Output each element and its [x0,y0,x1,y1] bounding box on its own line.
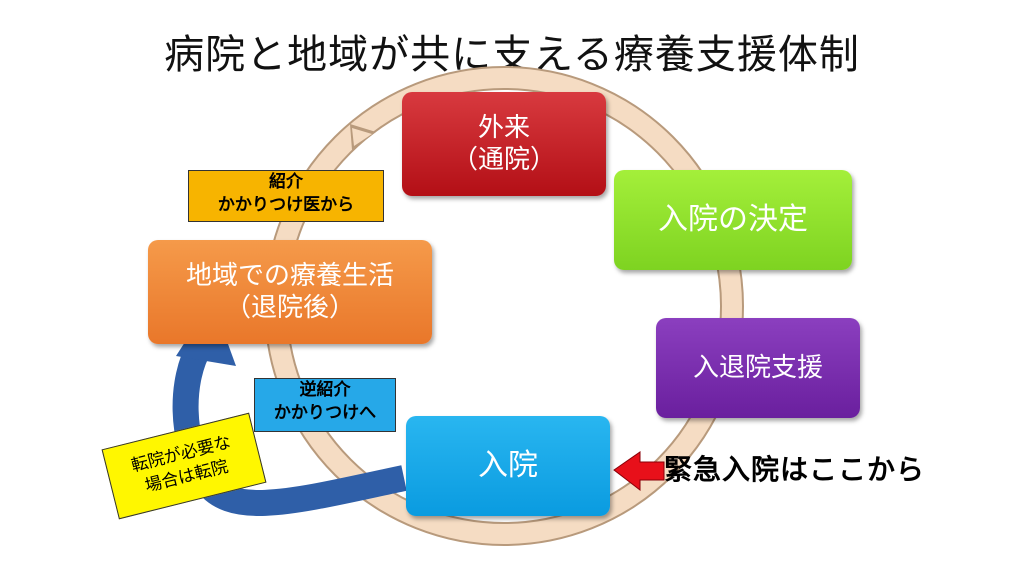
node-outpatient-line1: 外来 [477,112,530,143]
node-support-label: 入退院支援 [692,352,823,383]
node-admission-decision: 入院の決定 [614,170,852,270]
node-community-line2: （退院後） [224,293,355,323]
node-outpatient-line2: （通院） [451,145,556,175]
node-community-line1: 地域での療養生活 [185,260,394,291]
node-outpatient: 外来 （通院） [402,92,606,196]
label-reverse-referral: 逆紹介 かかりつけへ [254,378,396,432]
label-referral-line2: かかりつけ医から [217,194,355,215]
label-reverse-line2: かかりつけへ [273,402,377,423]
node-community-care: 地域での療養生活 （退院後） [148,240,432,344]
label-referral: 紹介 かかりつけ医から [188,170,384,222]
node-admission: 入院 [406,416,610,516]
emergency-admission-text: 緊急入院はここから [664,453,926,486]
label-reverse-line1: 逆紹介 [299,380,351,400]
label-referral-line1: 紹介 [269,172,303,192]
cycle-arrow-icon [350,124,376,150]
emergency-arrow-icon [613,451,665,492]
node-admission-discharge-support: 入退院支援 [656,318,860,418]
node-admission-label: 入院 [478,448,538,484]
node-decision-label: 入院の決定 [658,202,808,238]
